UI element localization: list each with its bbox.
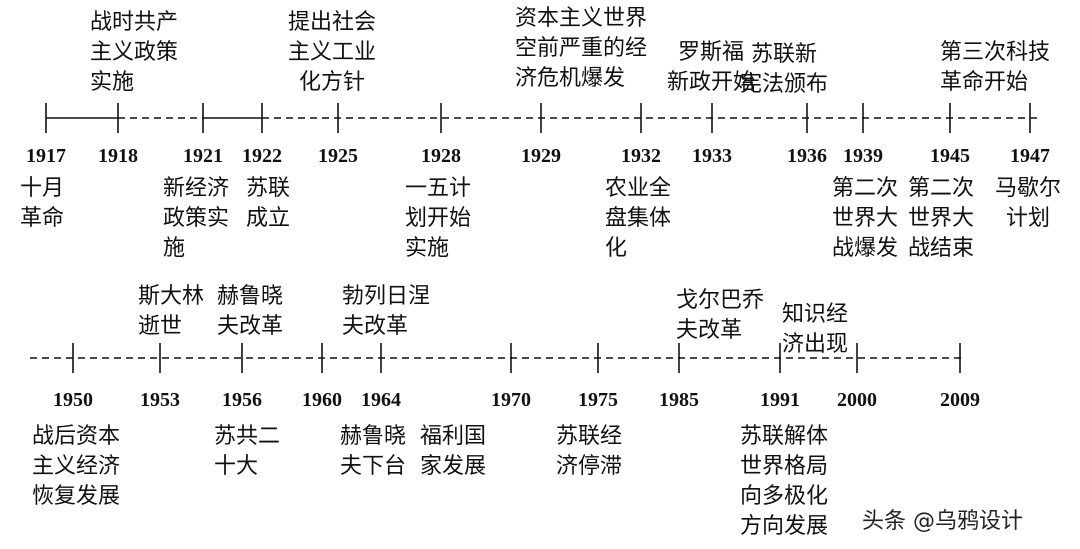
year-label: 1970: [491, 389, 531, 411]
year-label: 1945: [930, 145, 970, 167]
year-label: 2000: [837, 389, 877, 411]
year-label: 1933: [692, 145, 732, 167]
year-label: 1939: [843, 145, 883, 167]
year-label: 1991: [760, 389, 800, 411]
year-label: 1928: [421, 145, 461, 167]
event-label: 提出社会 主义工业 化方针: [288, 10, 377, 95]
event-label: 苏联 成立: [246, 176, 291, 231]
event-label: 一五计 划开始 实施: [405, 176, 472, 261]
year-label: 1932: [621, 145, 661, 167]
event-label: 第三次科技 革命开始: [940, 40, 1051, 95]
year-label: 1918: [98, 145, 138, 167]
event-label: 苏共二 十大: [214, 424, 281, 479]
event-label: 福利国 家发展: [420, 424, 487, 479]
event-label: 罗斯福 新政开始: [667, 40, 756, 95]
year-label: 1953: [140, 389, 180, 411]
event-label: 战时共产 主义政策 实施: [90, 10, 179, 95]
event-label: 苏联经 济停滞: [556, 424, 623, 479]
event-label: 第二次 世界大 战结束: [908, 176, 975, 261]
event-label: 斯大林 逝世: [138, 284, 205, 339]
event-label: 十月 革命: [20, 176, 65, 231]
event-label: 新经济 政策实 施: [163, 176, 230, 261]
year-label: 1975: [578, 389, 618, 411]
year-label: 1985: [659, 389, 699, 411]
year-label: 1922: [242, 145, 282, 167]
event-label: 马歇尔 计划: [995, 176, 1062, 231]
year-label: 1921: [183, 145, 223, 167]
year-label: 1936: [787, 145, 827, 167]
event-label: 赫鲁晓 夫改革: [217, 284, 284, 339]
event-label: 第二次 世界大 战爆发: [832, 176, 899, 261]
event-label: 戈尔巴乔 夫改革: [676, 288, 765, 343]
year-label: 1929: [521, 145, 561, 167]
event-label: 苏联解体 世界格局 向多极化 方向发展: [740, 424, 829, 539]
event-label: 赫鲁晓 夫下台: [340, 424, 407, 479]
year-label: 1960: [302, 389, 342, 411]
year-label: 1917: [26, 145, 66, 167]
event-label: 苏联新 宪法颁布: [740, 42, 829, 97]
event-label: 勃列日涅 夫改革: [342, 284, 431, 339]
year-label: 1956: [222, 389, 262, 411]
year-label: 2009: [940, 389, 980, 411]
year-label: 1964: [361, 389, 401, 411]
year-label: 1950: [53, 389, 93, 411]
event-label: 战后资本 主义经济 恢复发展: [32, 424, 121, 509]
year-label: 1925: [318, 145, 358, 167]
event-label: 农业全 盘集体 化: [605, 176, 672, 261]
watermark: 头条 @乌鸦设计: [862, 509, 1023, 534]
year-label: 1947: [1010, 145, 1050, 167]
event-label: 知识经 济出现: [782, 302, 849, 357]
event-label: 资本主义世界 空前严重的经 济危机爆发: [515, 6, 648, 91]
